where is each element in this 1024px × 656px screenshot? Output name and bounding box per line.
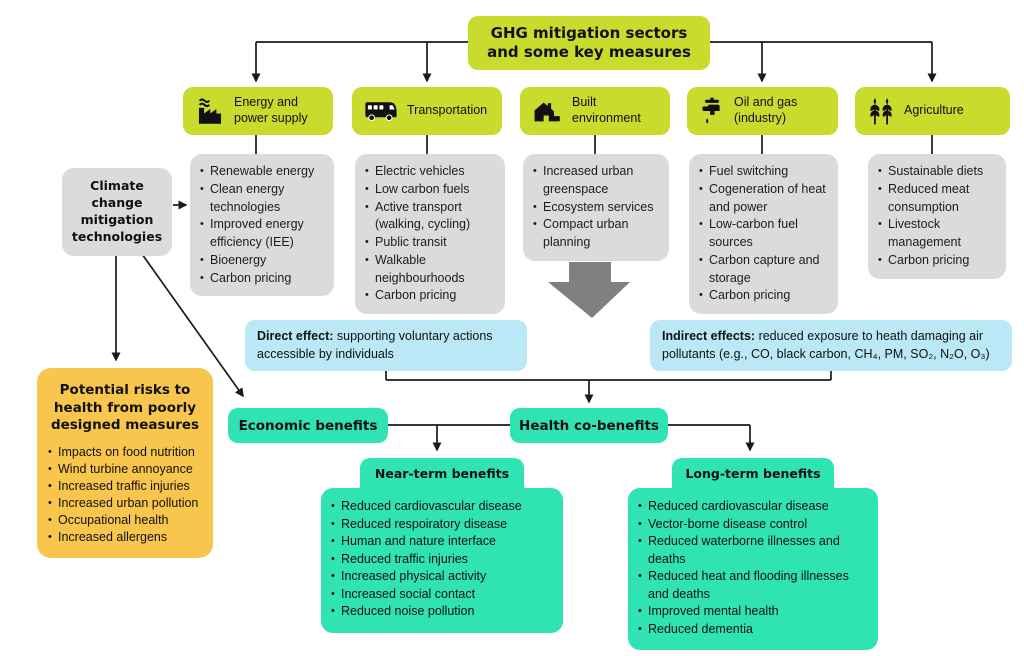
indirect-effects-box: Indirect effects: reduced exposure to he… <box>650 320 1012 371</box>
list-item: Impacts on food nutrition <box>48 444 202 461</box>
measure-items: Fuel switchingCogeneration of heat and p… <box>699 163 830 305</box>
oil-gas-measures-list: Fuel switchingCogeneration of heat and p… <box>689 154 838 314</box>
list-item: Reduced meat consumption <box>878 181 998 217</box>
list-item: Fuel switching <box>699 163 830 181</box>
list-item: Reduced dementia <box>638 621 870 639</box>
sector-transportation: Transportation <box>352 87 502 135</box>
list-item: Human and nature interface <box>331 533 555 551</box>
sector-oil-and-gas: Oil and gas (industry) <box>687 87 838 135</box>
transportation-measures-list: Electric vehiclesLow carbon fuelsActive … <box>355 154 505 314</box>
long-term-benefits-heading: Long-term benefits <box>672 458 834 488</box>
list-item: Active transport (walking, cycling) <box>365 199 497 235</box>
list-item: Ecosystem services <box>533 199 661 217</box>
list-item: Reduced cardiovascular disease <box>638 498 870 516</box>
list-item: Reduced respoiratory disease <box>331 516 555 534</box>
long-term-benefits-box: Long-term benefits Reduced cardiovascula… <box>628 458 878 650</box>
list-item: Improved energy efficiency (IEE) <box>200 216 326 252</box>
near-term-benefits-heading: Near-term benefits <box>360 458 524 488</box>
list-item: Increased urban greenspace <box>533 163 661 199</box>
measure-items: Electric vehiclesLow carbon fuelsActive … <box>365 163 497 305</box>
near-term-items: Reduced cardiovascular diseaseReduced re… <box>331 498 555 621</box>
direct-effect-box: Direct effect: supporting voluntary acti… <box>245 320 527 371</box>
near-term-benefits-body: Reduced cardiovascular diseaseReduced re… <box>321 488 563 633</box>
direct-effect-text: supporting voluntary actions accessible … <box>257 329 493 361</box>
sector-agriculture: Agriculture <box>855 87 1010 135</box>
risks-heading: Potential risks to health from poorly de… <box>50 382 200 434</box>
list-item: Increased social contact <box>331 586 555 604</box>
list-item: Sustainable diets <box>878 163 998 181</box>
list-item: Improved mental health <box>638 603 870 621</box>
list-item: Low-carbon fuel sources <box>699 216 830 252</box>
list-item: Livestock management <box>878 216 998 252</box>
indirect-effects-lead: Indirect effects: <box>662 329 756 343</box>
built-environment-measures-list: Increased urban greenspaceEcosystem serv… <box>523 154 669 261</box>
list-item: Low carbon fuels <box>365 181 497 199</box>
sector-label: Oil and gas (industry) <box>734 95 798 125</box>
list-item: Increased physical activity <box>331 568 555 586</box>
sector-energy-power-supply: Energy and power supply <box>183 87 333 135</box>
list-item: Renewable energy <box>200 163 326 181</box>
energy-measures-list: Renewable energyClean energy technologie… <box>190 154 334 297</box>
measure-items: Sustainable dietsReduced meat consumptio… <box>878 163 998 270</box>
list-item: Increased allergens <box>48 529 202 546</box>
list-item: Public transit <box>365 234 497 252</box>
potential-risks-box: Potential risks to health from poorly de… <box>37 368 213 558</box>
list-item: Increased traffic injuries <box>48 478 202 495</box>
list-item: Carbon pricing <box>699 287 830 305</box>
factory-icon <box>195 97 225 125</box>
list-item: Reduced traffic injuries <box>331 551 555 569</box>
long-term-items: Reduced cardiovascular diseaseVector-bor… <box>638 498 870 638</box>
economic-benefits-label: Economic benefits <box>228 408 388 443</box>
list-item: Reduced heat and flooding illnesses and … <box>638 568 870 603</box>
list-item: Wind turbine annoyance <box>48 461 202 478</box>
list-item: Reduced waterborne illnesses and deaths <box>638 533 870 568</box>
agriculture-measures-list: Sustainable dietsReduced meat consumptio… <box>868 154 1006 279</box>
list-item: Carbon capture and storage <box>699 252 830 288</box>
list-item: Occupational health <box>48 512 202 529</box>
list-item: Reduced noise pollution <box>331 603 555 621</box>
bus-icon <box>364 101 398 121</box>
list-item: Carbon pricing <box>365 287 497 305</box>
sector-built-environment: Built environment <box>520 87 670 135</box>
list-item: Cogeneration of heat and power <box>699 181 830 217</box>
risk-items: Impacts on food nutritionWind turbine an… <box>48 444 202 546</box>
wheat-icon <box>867 97 895 125</box>
sector-label: Energy and power supply <box>234 95 308 125</box>
sector-label: Built environment <box>572 95 641 125</box>
climate-mitigation-technologies-box: Climate change mitigation technologies <box>62 168 172 256</box>
list-item: Walkable neighbourhoods <box>365 252 497 288</box>
sector-label: Transportation <box>407 103 488 118</box>
list-item: Increased urban pollution <box>48 495 202 512</box>
list-item: Bioenergy <box>200 252 326 270</box>
health-co-benefits-label: Health co-benefits <box>510 408 668 443</box>
indirect-effects-text: reduced exposure to heath damaging air p… <box>662 329 990 361</box>
faucet-icon <box>699 97 725 125</box>
list-item: Carbon pricing <box>200 270 326 288</box>
measure-items: Increased urban greenspaceEcosystem serv… <box>533 163 661 252</box>
house-icon <box>532 99 563 123</box>
big-down-arrow <box>548 262 630 318</box>
direct-effect-lead: Direct effect: <box>257 329 334 343</box>
list-item: Clean energy technologies <box>200 181 326 217</box>
diagram-title: GHG mitigation sectors and some key meas… <box>468 16 710 70</box>
list-item: Carbon pricing <box>878 252 998 270</box>
near-term-benefits-box: Near-term benefits Reduced cardiovascula… <box>321 458 563 633</box>
list-item: Electric vehicles <box>365 163 497 181</box>
list-item: Compact urban planning <box>533 216 661 252</box>
sector-label: Agriculture <box>904 103 964 118</box>
list-item: Vector-borne disease control <box>638 516 870 534</box>
long-term-benefits-body: Reduced cardiovascular diseaseVector-bor… <box>628 488 878 650</box>
measure-items: Renewable energyClean energy technologie… <box>200 163 326 287</box>
list-item: Reduced cardiovascular disease <box>331 498 555 516</box>
